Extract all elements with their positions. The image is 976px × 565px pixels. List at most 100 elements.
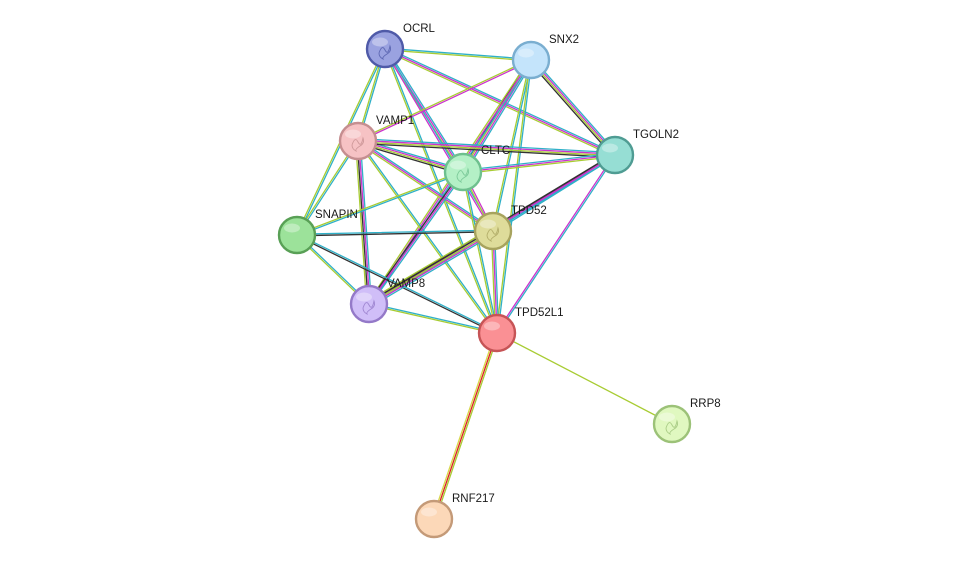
node-highlight xyxy=(659,412,675,422)
edge-strand xyxy=(385,47,495,232)
node-circle[interactable] xyxy=(365,29,405,69)
edge-strand xyxy=(356,140,369,305)
node-snx2[interactable]: SNX2 xyxy=(511,34,579,80)
edge-strand xyxy=(461,171,497,334)
node-circle[interactable] xyxy=(473,211,513,251)
edges-layer xyxy=(295,46,673,521)
node-cltc[interactable]: CLTC xyxy=(443,145,510,192)
edge-strand xyxy=(384,47,532,60)
edge-tpd52l1-rnf217[interactable] xyxy=(431,331,500,521)
edge-snx2-tpd52l1[interactable] xyxy=(495,59,533,334)
protein-structure-icon xyxy=(486,226,500,243)
edge-strand xyxy=(529,59,616,157)
edge-strand xyxy=(383,48,493,233)
edge-strand xyxy=(357,137,616,154)
node-highlight xyxy=(345,129,361,139)
edge-strand xyxy=(385,46,617,155)
edge-strand xyxy=(366,227,493,302)
edge-cltc-snapin[interactable] xyxy=(296,170,464,237)
node-highlight xyxy=(484,321,500,331)
edge-strand xyxy=(493,59,533,232)
node-highlight xyxy=(518,48,534,58)
edge-strand xyxy=(497,154,617,335)
node-circle[interactable] xyxy=(277,215,317,255)
edge-snx2-tgoln2[interactable] xyxy=(528,57,618,158)
protein-structure-icon xyxy=(456,167,470,184)
protein-structure-icon xyxy=(665,419,679,436)
node-circle[interactable] xyxy=(595,135,635,175)
edge-snx2-tpd52[interactable] xyxy=(491,59,533,232)
edge-strand xyxy=(357,139,616,155)
edge-strand xyxy=(384,49,532,62)
edge-cltc-vamp8[interactable] xyxy=(367,170,465,306)
edge-strand xyxy=(368,302,498,333)
node-label: SNX2 xyxy=(549,34,579,46)
node-label: VAMP8 xyxy=(387,278,425,290)
node-ocrl[interactable]: OCRL xyxy=(365,23,436,69)
edge-ocrl-tgoln2[interactable] xyxy=(383,46,617,158)
edge-ocrl-tpd52[interactable] xyxy=(383,47,495,233)
edge-vamp1-tpd52l1[interactable] xyxy=(356,139,499,335)
edge-strand xyxy=(296,229,494,235)
node-tpd52[interactable]: TPD52 xyxy=(473,205,547,251)
edge-strand xyxy=(296,170,464,235)
node-label: VAMP1 xyxy=(376,115,414,127)
node-circle[interactable] xyxy=(349,284,389,324)
node-label: CLTC xyxy=(481,145,510,157)
edge-strand xyxy=(434,332,500,521)
edge-tpd52-vamp8[interactable] xyxy=(366,227,496,308)
node-circle[interactable] xyxy=(511,40,551,80)
node-highlight xyxy=(480,219,496,229)
edge-strand xyxy=(368,304,498,335)
edge-tgoln2-tpd52l1[interactable] xyxy=(495,153,617,335)
edge-strand xyxy=(367,170,463,304)
edge-strand xyxy=(496,332,673,425)
node-rnf217[interactable]: RNF217 xyxy=(414,493,495,539)
edge-vamp8-tpd52l1[interactable] xyxy=(368,302,498,335)
edge-strand xyxy=(369,233,496,308)
edge-snx2-vamp1[interactable] xyxy=(357,58,532,143)
node-circle[interactable] xyxy=(477,313,517,353)
node-vamp1[interactable]: VAMP1 xyxy=(338,115,414,161)
edge-strand xyxy=(433,332,498,520)
edge-ocrl-snx2[interactable] xyxy=(384,47,532,62)
node-tpd52l1[interactable]: TPD52L1 xyxy=(477,307,564,353)
node-label: OCRL xyxy=(403,23,436,35)
node-rrp8[interactable]: RRP8 xyxy=(652,398,721,444)
edge-strand xyxy=(354,140,368,305)
protein-structure-icon xyxy=(378,44,392,61)
edge-cltc-tpd52l1[interactable] xyxy=(461,171,499,334)
node-circle[interactable] xyxy=(652,404,692,444)
node-highlight xyxy=(284,223,300,233)
edge-strand xyxy=(359,140,373,305)
edge-snapin-tpd52[interactable] xyxy=(296,229,494,237)
edge-strand xyxy=(463,171,499,334)
node-snapin[interactable]: SNAPIN xyxy=(277,209,358,255)
node-highlight xyxy=(602,143,618,153)
node-highlight xyxy=(421,507,437,517)
edge-strand xyxy=(367,228,493,304)
node-circle[interactable] xyxy=(443,152,483,192)
edge-tpd52l1-rrp8[interactable] xyxy=(496,332,673,425)
edge-strand xyxy=(532,57,618,155)
node-label: SNAPIN xyxy=(315,209,358,221)
node-circle[interactable] xyxy=(414,499,454,539)
node-label: TPD52 xyxy=(511,205,547,217)
edge-strand xyxy=(358,140,371,305)
edge-strand xyxy=(296,172,464,237)
edge-cltc-tgoln2[interactable] xyxy=(462,152,616,175)
edge-strand xyxy=(491,59,531,232)
edge-strand xyxy=(357,58,532,141)
node-circle[interactable] xyxy=(338,121,378,161)
node-highlight xyxy=(372,37,388,47)
node-label: TPD52L1 xyxy=(515,307,564,319)
edge-strand xyxy=(528,60,614,158)
edge-strand xyxy=(357,60,532,143)
edge-strand xyxy=(462,154,616,173)
edge-strand xyxy=(464,60,534,174)
node-tgoln2[interactable]: TGOLN2 xyxy=(595,129,679,175)
edge-vamp1-vamp8[interactable] xyxy=(354,140,373,305)
node-vamp8[interactable]: VAMP8 xyxy=(349,278,425,324)
edge-vamp1-tgoln2[interactable] xyxy=(357,137,616,159)
